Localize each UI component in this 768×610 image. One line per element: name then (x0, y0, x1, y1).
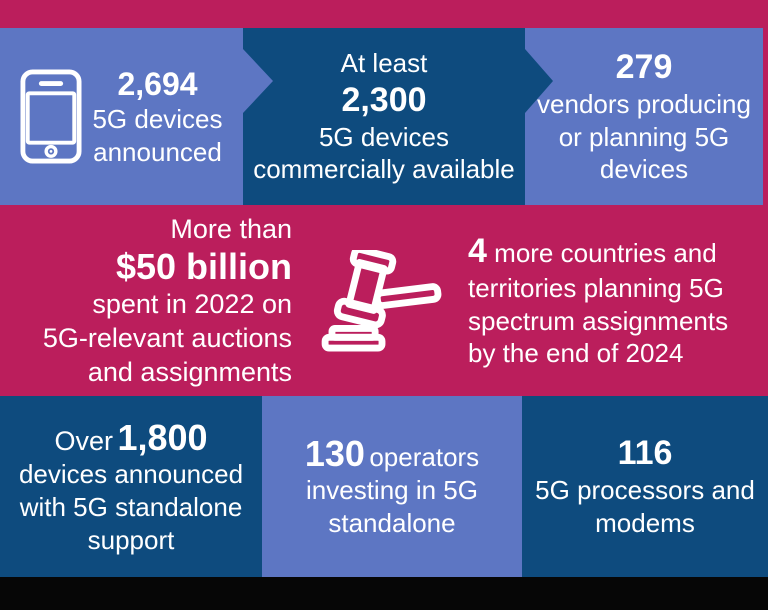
vendors-value: 279 (615, 47, 673, 86)
card-vendors: 279 vendors producing or planning 5G dev… (525, 28, 763, 205)
operators-headline: 130 operators (305, 433, 479, 474)
spectrum-label: more countries and territories planning … (468, 237, 729, 369)
spend-value: $50 billion (115, 245, 292, 287)
commercially-available-prefix: At least (340, 47, 428, 78)
card-spectrum-plans: 4 more countries and territories plannin… (468, 231, 732, 370)
row-standalone: Over 1,800 devices announced with 5G sta… (0, 396, 768, 577)
processors-label: 5G processors and modems (535, 475, 755, 538)
card-spend: More than $50 billion spent in 2022 on 5… (0, 212, 292, 389)
devices-announced-value: 2,694 (117, 65, 198, 102)
commercially-available-label: 5G devices commercially available (253, 121, 515, 185)
card-devices-announced: 2,694 5G devices announced (0, 28, 273, 205)
smartphone-icon (20, 69, 82, 164)
operators-suffix: operators (369, 442, 480, 473)
bottom-bar (0, 577, 768, 610)
devices-announced-text: 2,694 5G devices announced (92, 65, 222, 169)
row-devices: 2,694 5G devices announced At least 2,30… (0, 28, 768, 205)
standalone-devices-prefix: Over (54, 425, 113, 456)
card-processors: 116 5G processors and modems (522, 396, 768, 577)
card-standalone-devices: Over 1,800 devices announced with 5G sta… (0, 396, 262, 577)
standalone-devices-headline: Over 1,800 (54, 417, 207, 458)
row-spectrum: More than $50 billion spent in 2022 on 5… (0, 205, 768, 396)
standalone-devices-label: devices announced with 5G standalone sup… (18, 459, 244, 555)
commercially-available-value: 2,300 (341, 80, 427, 119)
top-border (0, 0, 768, 28)
gavel-icon (316, 249, 448, 352)
card-commercially-available: At least 2,300 5G devices commercially a… (243, 28, 553, 205)
spend-label: spent in 2022 on 5G-relevant auctions an… (42, 289, 292, 388)
spend-prefix: More than (170, 213, 292, 244)
standalone-devices-value: 1,800 (117, 416, 208, 458)
card-operators: 130 operators investing in 5G standalone (262, 396, 522, 577)
operators-label: investing in 5G standalone (306, 475, 478, 539)
processors-value: 116 (617, 434, 673, 473)
spectrum-value: 4 (468, 231, 487, 270)
vendors-label: vendors producing or planning 5G devices (537, 88, 751, 185)
operators-value: 130 (304, 433, 365, 475)
devices-announced-label: 5G devices announced (92, 103, 223, 167)
